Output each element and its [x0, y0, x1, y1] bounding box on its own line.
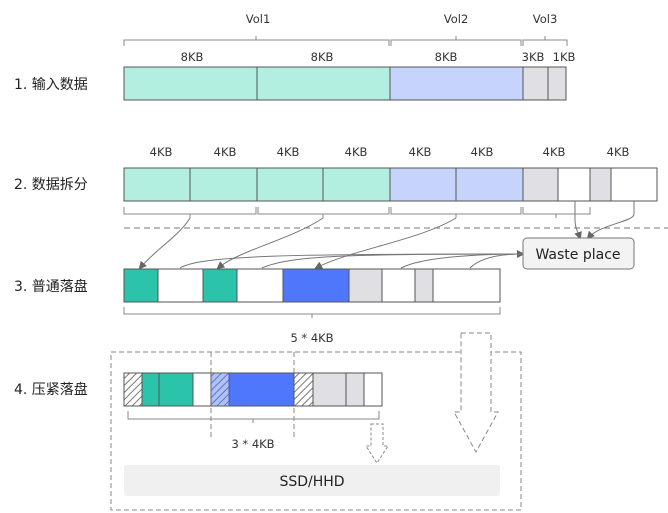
row1-size-label: 3KB [522, 50, 545, 64]
row4-brace [127, 411, 380, 423]
block-4kb [322, 167, 391, 202]
row2-size-label: 4KB [150, 145, 173, 159]
small-down-arrow-icon [365, 423, 389, 464]
row2-size-label: 4KB [345, 145, 368, 159]
row4-compact-blocks [123, 372, 383, 407]
block-empty [236, 268, 284, 303]
block-empty [157, 268, 204, 303]
vol1-label: Vol1 [246, 12, 271, 26]
row1-size-label: 8KB [311, 50, 334, 64]
block-4kb [189, 167, 258, 202]
normal-total-label: 5 * 4KB [290, 331, 333, 345]
block-4kb [389, 167, 457, 202]
compact-container [110, 351, 522, 511]
waste-arrows [179, 201, 635, 269]
block-8kb [256, 66, 391, 101]
row2-braces [123, 207, 591, 218]
block-gray [312, 372, 347, 407]
block-teal [123, 268, 159, 303]
waste-place-box [522, 237, 635, 270]
block-blue [228, 372, 295, 407]
block-gray [414, 268, 434, 303]
block-teal [141, 372, 160, 407]
block-8kb [123, 66, 258, 101]
block-hatched-blue-tint [211, 373, 229, 406]
block-1kb [547, 66, 567, 101]
block-teal [202, 268, 238, 303]
block-3kb [522, 66, 549, 101]
row2-size-label: 4KB [471, 145, 494, 159]
block-hatched [293, 372, 314, 407]
block-4kb [256, 167, 324, 202]
block-empty [432, 268, 501, 303]
row3-brace [123, 307, 501, 318]
block-teal [158, 372, 194, 407]
row1-size-label: 8KB [181, 50, 204, 64]
row3-normal-blocks [123, 268, 501, 303]
block-waste [610, 167, 658, 202]
row2-size-label: 4KB [214, 145, 237, 159]
block-gray [345, 372, 365, 407]
step-normal-write-label: 3. 普通落盘 [14, 278, 88, 295]
row1-size-label: 1KB [553, 50, 576, 64]
block-1kb-used [589, 167, 612, 202]
block-4kb [455, 167, 524, 202]
step-split-data-label: 2. 数据拆分 [14, 177, 88, 193]
step-compact-write-label: 4. 压紧落盘 [14, 381, 88, 398]
row2-split-blocks [123, 167, 658, 202]
block-3kb-used [522, 167, 559, 202]
compact-total-label: 3 * 4KB [231, 437, 274, 451]
row1-size-label: 8KB [435, 50, 458, 64]
storage-label: SSD/HHD [279, 474, 344, 490]
block-4kb [123, 167, 191, 202]
block-empty [192, 372, 212, 407]
block-hatched [123, 372, 143, 407]
block-empty [381, 268, 416, 303]
step-input-data-label: 1. 输入数据 [14, 77, 88, 93]
row2-size-label: 4KB [277, 145, 300, 159]
row2-size-label: 4KB [543, 145, 566, 159]
mapping-arrows [138, 217, 457, 270]
block-waste [557, 167, 591, 202]
big-down-arrow-icon [453, 332, 499, 454]
row2-size-label: 4KB [409, 145, 432, 159]
vol3-label: Vol3 [533, 12, 558, 26]
waste-place-label: Waste place [535, 247, 620, 263]
block-8kb [389, 66, 524, 101]
row1-input-blocks [123, 66, 567, 101]
block-empty [363, 372, 383, 407]
vol2-label: Vol2 [444, 12, 469, 26]
block-blue [282, 268, 350, 303]
storage-bar [124, 465, 500, 496]
block-gray [348, 268, 383, 303]
row2-size-label: 4KB [607, 145, 630, 159]
volume-braces [123, 36, 568, 46]
